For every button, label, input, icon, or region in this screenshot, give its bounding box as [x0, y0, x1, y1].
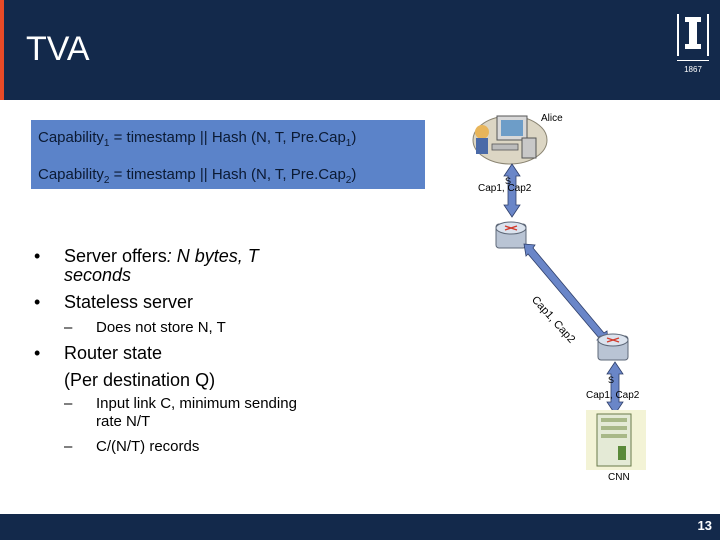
sub-bullet-input-link: Input link C, minimum sending [96, 395, 297, 412]
cap-label-bottom: Cap1, Cap2 [586, 390, 640, 401]
server-icon [586, 410, 646, 470]
university-logo-icon: 1867 [677, 14, 709, 74]
bullet-marker: • [34, 246, 41, 266]
bullet-stateless: Stateless server [64, 292, 194, 312]
cnn-label: CNN [608, 472, 630, 483]
double-arrow-bottom [606, 361, 624, 415]
header-bar: TVA 1867 [0, 0, 720, 100]
bullet-marker: • [34, 292, 41, 312]
capability-2-line: Capability2 = timestamp || Hash (N, T, P… [38, 166, 357, 186]
capability-1-line: Capability1 = timestamp || Hash (N, T, P… [38, 129, 357, 149]
sub-bullet-input-link-cont: rate N/T [96, 413, 151, 430]
router-icon [597, 333, 629, 361]
sub-bullet-records: C/(N/T) records [96, 438, 200, 455]
page-number: 13 [697, 518, 712, 533]
arrow-marker-top: S [505, 176, 512, 186]
arrow-marker-bottom: S [608, 375, 615, 385]
footer-bar: 13 [0, 514, 720, 540]
bullet-marker: • [34, 343, 41, 363]
computer-icon [472, 115, 548, 165]
logo-year: 1867 [684, 65, 702, 74]
bullet-router-state: Router state [64, 343, 163, 363]
router-icon [495, 221, 527, 249]
header-accent [0, 0, 4, 100]
sub-bullet-dash: – [64, 319, 73, 336]
sub-bullet-dash: – [64, 438, 73, 455]
sub-bullet-dash: – [64, 395, 73, 412]
capability-box: Capability1 = timestamp || Hash (N, T, P… [31, 120, 425, 189]
bullet-per-destination: (Per destination Q) [64, 370, 216, 390]
slide-title: TVA [26, 30, 90, 68]
double-arrow-top [503, 163, 521, 218]
cap-label-top: Cap1, Cap2 [478, 183, 532, 194]
alice-label: Alice [541, 113, 563, 124]
bullet-server-offers-cont: seconds [64, 265, 132, 285]
bullet-server-offers: Server offers: N bytes, T [64, 246, 259, 266]
sub-bullet-not-store: Does not store N, T [96, 319, 226, 336]
